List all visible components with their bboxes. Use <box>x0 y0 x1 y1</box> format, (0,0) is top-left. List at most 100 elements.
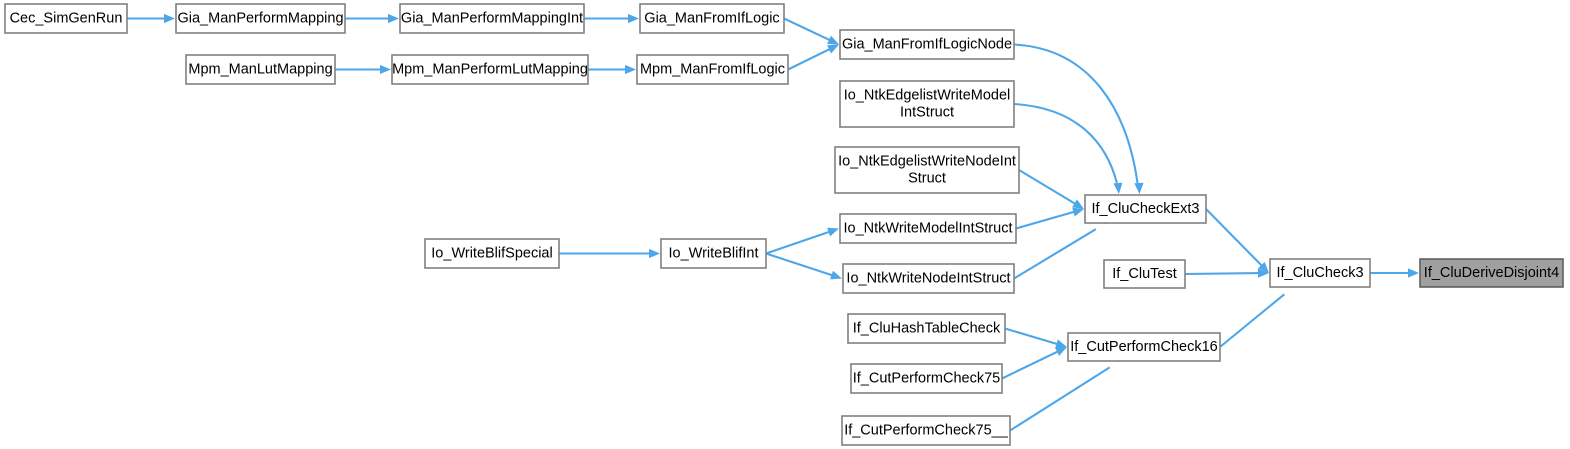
node-if_clutest[interactable]: If_CluTest <box>1103 259 1186 289</box>
node-box[interactable] <box>391 54 589 85</box>
node-if_cluderivedisjoint4[interactable]: If_CluDeriveDisjoint4 <box>1419 258 1564 288</box>
node-label: If_CluCheckExt3 <box>1092 201 1200 217</box>
edge-arrowhead <box>1258 261 1269 273</box>
edge-arrowhead <box>827 44 839 54</box>
edge-line <box>783 17 831 42</box>
edge-line <box>1013 102 1118 184</box>
node-label: Io_NtkEdgelistWriteNodeInt <box>838 153 1016 169</box>
edge-line <box>1004 327 1058 346</box>
node-mpm_manlutmapping[interactable]: Mpm_ManLutMapping <box>185 54 336 85</box>
node-box[interactable] <box>841 415 1011 446</box>
node-box[interactable] <box>839 80 1015 128</box>
node-label: If_CluTest <box>1112 266 1176 282</box>
edge-arrowhead <box>649 248 660 259</box>
edge-if_clutest-to-if_clucheck3 <box>1184 268 1269 278</box>
node-gia_manfromiflogicnode[interactable]: Gia_ManFromIfLogicNode <box>839 29 1015 60</box>
node-io_ntkwritemodelintstruct[interactable]: Io_NtkWriteModelIntStruct <box>839 213 1017 244</box>
node-box[interactable] <box>660 238 767 269</box>
node-label: If_CluHashTableCheck <box>853 320 1001 336</box>
edge-line <box>1219 293 1285 348</box>
node-label: Gia_ManPerformMappingInt <box>401 10 583 26</box>
node-label: Mpm_ManFromIfLogic <box>640 61 785 77</box>
edge-arrowhead <box>1055 347 1067 356</box>
node-box[interactable] <box>839 29 1015 60</box>
node-label: Io_NtkWriteModelIntStruct <box>844 220 1013 236</box>
edge-mpm_manlutmapping-to-mpm_manperformlutmapping <box>335 64 391 75</box>
node-box[interactable] <box>850 363 1003 394</box>
edge-line <box>1001 350 1059 380</box>
node-box[interactable] <box>1067 332 1221 362</box>
edge-gia_manperformmappingint-to-gia_manfromiflogic <box>584 13 639 24</box>
edge-arrowhead <box>1257 268 1269 278</box>
node-label: Struct <box>908 170 946 186</box>
node-box[interactable] <box>839 213 1017 244</box>
edge-cec_simgenrun-to-gia_manperformmapping <box>127 13 175 24</box>
node-box[interactable] <box>639 3 785 34</box>
node-cec_simgenrun[interactable]: Cec_SimGenRun <box>4 3 128 34</box>
edge-line <box>1013 228 1097 280</box>
node-if_cutperformcheck75[interactable]: If_CutPerformCheck75 <box>850 363 1003 394</box>
edge-arrowhead <box>388 13 399 24</box>
node-box[interactable] <box>4 3 128 34</box>
node-if_cluhashtablecheck[interactable]: If_CluHashTableCheck <box>847 313 1006 344</box>
node-gia_manfromiflogic[interactable]: Gia_ManFromIfLogic <box>639 3 785 34</box>
edge-if_cutperformcheck75-to-if_cutperformcheck16 <box>1001 347 1067 380</box>
node-box[interactable] <box>175 3 346 34</box>
node-if_cutperformcheck75__[interactable]: If_CutPerformCheck75__ <box>841 415 1011 446</box>
edge-io_ntkwritemodelintstruct-to-if_clucheckext3 <box>1015 207 1084 230</box>
node-label: Mpm_ManLutMapping <box>188 61 332 77</box>
edge-arrowhead <box>164 13 175 24</box>
node-io_writeblifint[interactable]: Io_WriteBlifInt <box>660 238 767 269</box>
node-label: If_CutPerformCheck75__ <box>844 422 1009 438</box>
node-box[interactable] <box>1084 194 1207 224</box>
node-label: Gia_ManFromIfLogic <box>644 10 779 26</box>
node-label: If_CutPerformCheck75 <box>853 370 1000 386</box>
edge-io_ntkedgelistwritemodelintstruct-to-if_clucheckext3 <box>1013 102 1123 194</box>
edge-gia_manperformmapping-to-gia_manperformmappingint <box>345 13 399 24</box>
node-label: Gia_ManFromIfLogicNode <box>842 36 1012 52</box>
node-label: Mpm_ManPerformLutMapping <box>392 61 588 77</box>
edge-mpm_manperformlutmapping-to-mpm_manfromiflogic <box>588 64 636 75</box>
node-box[interactable] <box>424 238 560 269</box>
node-if_clucheckext3[interactable]: If_CluCheckExt3 <box>1084 194 1207 224</box>
edge-arrowhead <box>827 227 839 237</box>
node-mpm_manfromiflogic[interactable]: Mpm_ManFromIfLogic <box>636 54 789 85</box>
node-io_writeblifspecial[interactable]: Io_WriteBlifSpecial <box>424 238 560 269</box>
node-if_clucheck3[interactable]: If_CluCheck3 <box>1269 258 1371 288</box>
edge-io_writeblifint-to-io_ntkwritemodelintstruct <box>765 227 839 255</box>
edge-line <box>765 230 830 255</box>
edge-gia_manfromiflogicnode-to-if_clucheckext3 <box>1013 43 1144 194</box>
edge-arrowhead <box>1408 268 1419 278</box>
edge-arrowhead <box>1072 199 1084 209</box>
node-box[interactable] <box>1103 259 1186 289</box>
edge-if_cluhashtablecheck-to-if_cutperformcheck16 <box>1004 327 1067 349</box>
edge-mpm_manfromiflogic-to-gia_manfromiflogicnode <box>787 44 839 71</box>
edge-gia_manfromiflogic-to-gia_manfromiflogicnode <box>783 17 839 45</box>
node-label: Io_WriteBlifSpecial <box>431 245 552 261</box>
node-label: Io_NtkEdgelistWriteModel <box>844 87 1011 103</box>
node-box[interactable] <box>1419 258 1564 288</box>
node-if_cutperformcheck16[interactable]: If_CutPerformCheck16 <box>1067 332 1221 362</box>
node-box[interactable] <box>842 263 1015 294</box>
edge-if_clucheckext3-to-if_clucheck3 <box>1205 208 1269 273</box>
node-box[interactable] <box>1269 258 1371 288</box>
edge-if_cutperformcheck16-to-if_clucheck3 <box>1219 277 1304 348</box>
edge-line <box>1018 169 1076 205</box>
node-gia_manperformmappingint[interactable]: Gia_ManPerformMappingInt <box>399 3 585 34</box>
node-box[interactable] <box>847 313 1006 344</box>
edge-if_clucheck3-to-if_cluderivedisjoint4 <box>1370 268 1419 278</box>
node-io_ntkwritenodeintstruct[interactable]: Io_NtkWriteNodeIntStruct <box>842 263 1015 294</box>
edge-if_cutperformcheck75__-to-if_cutperformcheck16 <box>1009 352 1130 432</box>
edge-arrowhead <box>1113 182 1123 194</box>
node-gia_manperformmapping[interactable]: Gia_ManPerformMapping <box>175 3 346 34</box>
node-box[interactable] <box>399 3 585 34</box>
edge-arrowhead <box>1072 207 1084 217</box>
node-box[interactable] <box>185 54 336 85</box>
node-mpm_manperformlutmapping[interactable]: Mpm_ManPerformLutMapping <box>391 54 589 85</box>
node-box[interactable] <box>834 146 1020 194</box>
node-box[interactable] <box>636 54 789 85</box>
